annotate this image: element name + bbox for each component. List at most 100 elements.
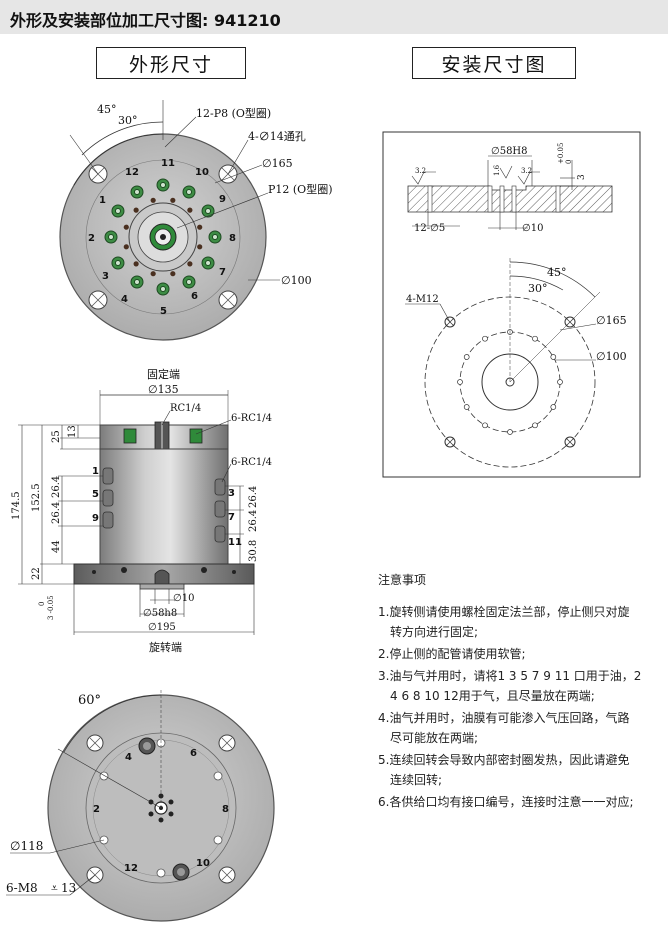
note-item-2: 2.停止侧的配管请使用软管;: [378, 647, 526, 661]
install-port-hole: [463, 354, 470, 360]
inner-hole: [187, 261, 193, 267]
top-port-7: 7: [219, 267, 226, 278]
oring-port-core: [186, 279, 192, 286]
top-port-9: 9: [219, 194, 226, 205]
install-port-hole: [550, 404, 557, 410]
height-30-label: 30.8: [248, 540, 259, 562]
diameter-10-label: ∅10: [173, 593, 194, 604]
diameter-58-label: ∅58h8: [143, 608, 177, 619]
fixed-end-label: 固定端: [147, 367, 180, 381]
install-port-hole: [482, 422, 488, 429]
oring-p12-label: P12 (O型圈): [268, 182, 333, 196]
oring-port-core: [108, 234, 114, 240]
note-item-1: 1.旋转侧请使用螺栓固定法兰部，停止侧只对旋 转方向进行固定;: [378, 605, 630, 639]
oring-port-core: [160, 286, 166, 292]
install-port-hole: [532, 422, 538, 429]
side-port-5: 5: [92, 489, 99, 500]
side-port-1: 1: [92, 466, 99, 477]
thread-depth-value: 13: [61, 881, 76, 895]
height-25-label: 25: [51, 430, 62, 443]
install-depth-3: 3: [577, 174, 587, 180]
thread-depth-label: ⩡: [51, 881, 58, 895]
install-angle-45: 45°: [547, 266, 567, 279]
thread-m8-label: 6-M8: [6, 881, 38, 895]
oring-port-core: [212, 234, 218, 240]
notes-section: 注意事项 1.旋转侧请使用螺栓固定法兰部，停止侧只对旋 转方向进行固定; 2.停…: [378, 570, 664, 814]
bottom-port-10: 10: [196, 858, 210, 869]
bottom-port-12: 12: [124, 863, 138, 874]
oring-port-core: [186, 188, 192, 195]
inner-hole: [197, 244, 203, 250]
inner-hole: [150, 197, 156, 203]
oring-port-core: [205, 208, 212, 214]
install-port-hole: [463, 404, 470, 410]
inner-hole: [123, 244, 129, 250]
rc14-center-label: RC1/4: [170, 403, 201, 414]
inner-hole: [187, 207, 193, 213]
bottom-port-6: 6: [190, 748, 197, 759]
top-port-10: 10: [195, 167, 209, 178]
roughness-a-label: 3.2: [415, 167, 426, 175]
inner-hole: [133, 261, 139, 267]
oring-port-core: [114, 260, 121, 266]
install-dimensions-label: 安装尺寸图: [412, 47, 576, 79]
height-44-label: 44: [51, 540, 62, 553]
top-port-1: 1: [99, 195, 106, 206]
top-port-4: 4: [121, 294, 128, 305]
top-port-2: 2: [88, 233, 95, 244]
install-port-hole: [482, 335, 488, 342]
pitch-26-label-b: 26.4: [51, 502, 62, 524]
pitch-26-label-a: 26.4: [51, 476, 62, 498]
inner-hole: [170, 197, 176, 203]
note-item-4: 4.油气并用时，油膜有可能渗入气压回路，气路 尽可能放在两端;: [378, 711, 630, 745]
roughness-c-label: 3.2: [521, 167, 532, 175]
side-port-3: 3: [228, 488, 235, 499]
title-bar: 外形及安装部位加工尺寸图: 941210: [0, 0, 668, 34]
side-port-9: 9: [92, 513, 99, 524]
pitch-26-label-d: 26.4: [248, 510, 259, 532]
side-port-11: 11: [228, 537, 242, 548]
note-item-5: 5.连续回转会导致内部密封圈发热，因此请避免 连续回转;: [378, 753, 630, 787]
install-port-hole: [550, 354, 557, 360]
tolerance-label: 3 -0.05: [47, 595, 55, 620]
note-item-6: 6.各供给口均有接口编号，连接时注意一一对应;: [378, 795, 634, 809]
angle-45-label: 45°: [97, 103, 117, 116]
bottom-port-8: 8: [222, 804, 229, 815]
page-title: 外形及安装部位加工尺寸图: 941210: [10, 11, 281, 30]
top-view: 45° 30° 12-P8 (O型圈) 4-∅14通孔 ∅165 P12 (O型…: [59, 100, 333, 341]
pcd-165-label: ∅165: [262, 157, 293, 170]
side-port-7: 7: [228, 512, 235, 523]
rc14-top-ports-label: 6-RC1/4: [231, 413, 272, 424]
height-152-label: 152.5: [31, 483, 42, 512]
bottom-port-2: 2: [93, 804, 100, 815]
angle-30-label: 30°: [118, 114, 138, 127]
install-port-hole: [507, 429, 513, 435]
height-174-label: 174.5: [11, 491, 22, 520]
top-port-11: 11: [161, 158, 175, 169]
pitch-26-label-c: 26.4: [248, 486, 259, 508]
install-frame: [382, 131, 641, 478]
inner-hole: [170, 271, 176, 277]
oring-port-core: [160, 182, 166, 188]
pcd-118-label: ∅118: [10, 839, 43, 853]
top-port-3: 3: [102, 271, 109, 282]
top-port-8: 8: [229, 233, 236, 244]
inner-hole: [150, 271, 156, 277]
install-port-hole: [557, 379, 563, 385]
install-bore-58-label: ∅58H8: [491, 146, 528, 157]
roughness-b-label: 1.6: [493, 164, 501, 176]
tolerance-zero-label: 0: [38, 602, 46, 606]
inner-hole: [197, 224, 203, 230]
diameter-100-label: ∅100: [281, 274, 312, 287]
oring-port-core: [134, 279, 140, 286]
top-port-6: 6: [191, 291, 198, 302]
bottom-view: 60° ∅118 6-M8 ⩡ 13 4 6 2 8 12 10: [6, 690, 275, 922]
oring-port-core: [114, 208, 121, 214]
rc14-side-ports-label: 6-RC1/4: [231, 457, 272, 468]
top-port-5: 5: [160, 306, 167, 317]
diameter-195-label: ∅195: [148, 622, 176, 633]
bottom-port-4: 4: [125, 752, 132, 763]
install-port-hole: [457, 379, 463, 385]
install-diameter-10-label: ∅10: [522, 223, 543, 234]
